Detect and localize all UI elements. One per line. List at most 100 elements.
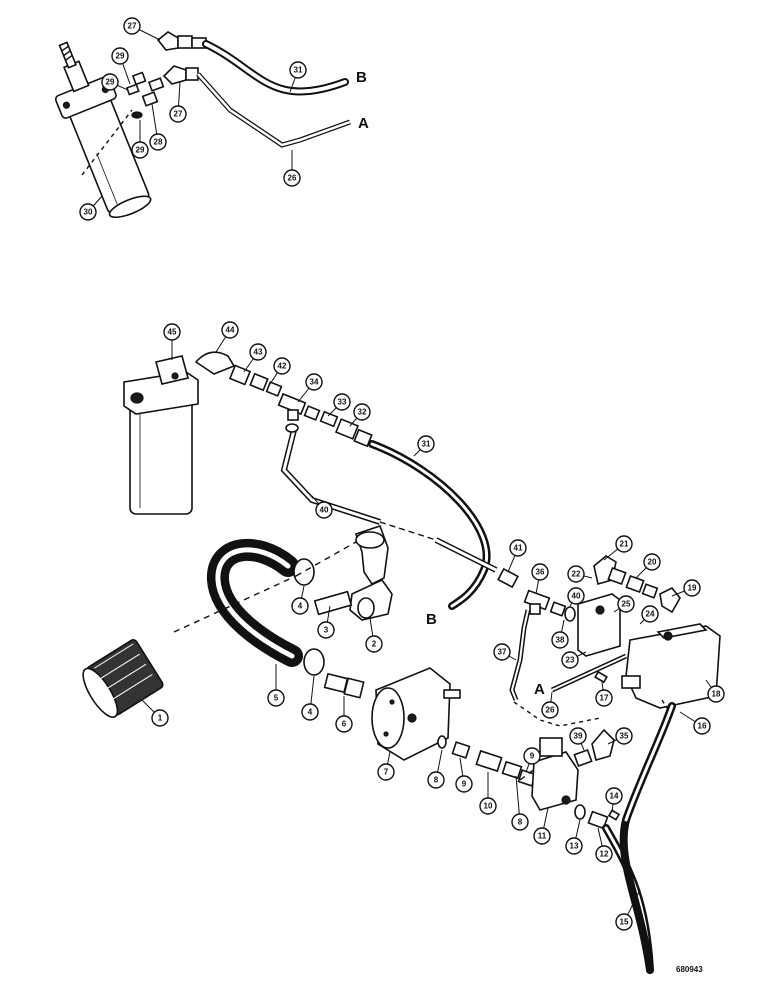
callout-number: 32 <box>358 408 367 417</box>
tube-40 <box>280 423 498 573</box>
pressure-fittings <box>437 735 537 787</box>
callout-number: 26 <box>546 706 555 715</box>
callout-number: 8 <box>518 818 523 827</box>
callout-number: 33 <box>338 398 347 407</box>
steering-cylinder-assembly <box>54 31 351 219</box>
valve-body-19 <box>621 623 721 709</box>
callout-number: 23 <box>566 656 575 665</box>
suction-strainer <box>82 639 164 718</box>
callout-c31a: 31 <box>289 61 307 79</box>
hydraulic-filter <box>123 355 199 515</box>
connection-letter-b-lower: B <box>426 611 437 628</box>
callout-c45: 45 <box>163 323 181 341</box>
callout-c20: 20 <box>643 553 661 571</box>
callout-c8a: 8 <box>427 771 445 789</box>
callout-number: 31 <box>422 440 431 449</box>
callout-number: 24 <box>646 610 655 619</box>
callout-number: 8 <box>434 776 439 785</box>
hose-clamp-4-upper <box>293 558 315 586</box>
pin-17 <box>594 670 608 684</box>
callout-number: 29 <box>136 146 145 155</box>
callout-c39: 39 <box>569 727 587 745</box>
callout-number: 45 <box>168 328 177 337</box>
callout-c12: 12 <box>595 845 613 863</box>
callout-c32: 32 <box>353 403 371 421</box>
callout-c37: 37 <box>493 643 511 661</box>
callout-c38: 38 <box>551 631 569 649</box>
callout-c8b: 8 <box>511 813 529 831</box>
hose-line-b-top <box>202 40 349 96</box>
callout-c18: 18 <box>707 685 725 703</box>
callout-c27a: 27 <box>123 17 141 35</box>
fittings-33-32 <box>319 410 373 448</box>
elbow-fitting-21 <box>593 555 681 614</box>
callout-number: 36 <box>536 568 545 577</box>
callout-c4a: 4 <box>291 597 309 615</box>
callout-number: 26 <box>288 174 297 183</box>
callout-number: 3 <box>324 626 329 635</box>
suction-elbow-2 <box>349 524 393 621</box>
callout-number: 39 <box>574 732 583 741</box>
callout-c40b: 40 <box>567 587 585 605</box>
filter-outlet-fittings <box>194 351 283 397</box>
hydraulic-pump <box>371 667 461 761</box>
callout-number: 37 <box>498 648 507 657</box>
callout-c35: 35 <box>615 727 633 745</box>
callout-number: 21 <box>620 540 629 549</box>
callout-number: 13 <box>570 842 579 851</box>
callout-c5: 5 <box>267 689 285 707</box>
callout-c7: 7 <box>377 763 395 781</box>
steering-cylinder <box>54 41 152 219</box>
callout-number: 4 <box>308 708 313 717</box>
callout-c44: 44 <box>221 321 239 339</box>
callout-c43: 43 <box>249 343 267 361</box>
connection-letter-b-top: B <box>356 69 367 86</box>
callout-number: 15 <box>620 918 629 927</box>
callout-c11: 11 <box>533 827 551 845</box>
callout-c34: 34 <box>305 373 323 391</box>
callout-number: 11 <box>538 832 547 841</box>
callout-c40: 40 <box>315 501 333 519</box>
callout-c26a: 26 <box>283 169 301 187</box>
callout-number: 17 <box>600 694 609 703</box>
callout-number: 43 <box>254 348 263 357</box>
callout-c17: 17 <box>595 689 613 707</box>
callout-number: 22 <box>572 570 581 579</box>
callout-number: 38 <box>556 636 565 645</box>
fitting-stack-29 <box>125 71 165 119</box>
callout-c29b: 29 <box>101 73 119 91</box>
callout-number: 28 <box>154 138 163 147</box>
callout-number: 12 <box>600 850 609 859</box>
callout-c9b: 9 <box>523 747 541 765</box>
callout-number: 29 <box>106 78 115 87</box>
drawing-code: 680943 <box>676 965 703 974</box>
callout-number: 34 <box>310 378 319 387</box>
callout-c29c: 29 <box>131 141 149 159</box>
callout-c22: 22 <box>567 565 585 583</box>
callout-c41: 41 <box>509 539 527 557</box>
callout-number: 41 <box>514 544 523 553</box>
elbow-fitting-27-lower <box>162 65 199 85</box>
callout-c24: 24 <box>641 605 659 623</box>
relief-valve-11 <box>531 737 579 811</box>
elbow-fitting-35 <box>573 728 615 768</box>
callout-number: 18 <box>712 690 721 699</box>
callout-number: 9 <box>462 780 467 789</box>
callout-c31b: 31 <box>417 435 435 453</box>
callout-number: 19 <box>688 584 697 593</box>
tee-fitting-34 <box>277 392 321 421</box>
outlet-fittings-12-13 <box>574 804 621 830</box>
callout-number: 20 <box>648 558 657 567</box>
callout-c19: 19 <box>683 579 701 597</box>
callout-c36: 36 <box>531 563 549 581</box>
callout-c16: 16 <box>693 717 711 735</box>
callout-number: 6 <box>342 720 347 729</box>
callout-c42: 42 <box>273 357 291 375</box>
callout-c10: 10 <box>479 797 497 815</box>
callout-c26b: 26 <box>541 701 559 719</box>
callout-number: 7 <box>384 768 389 777</box>
callout-c23: 23 <box>561 651 579 669</box>
callout-number: 31 <box>294 66 303 75</box>
callout-number: 27 <box>128 22 137 31</box>
